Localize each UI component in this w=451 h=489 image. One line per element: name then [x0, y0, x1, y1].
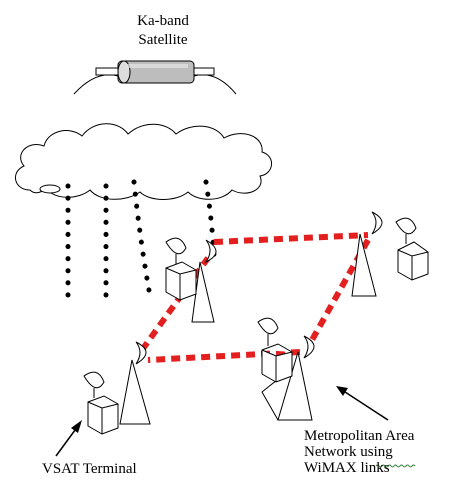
- terminal-box-icon: [87, 395, 119, 435]
- satellite-icon: [73, 60, 237, 95]
- base-station-node: [257, 317, 315, 421]
- wimax-link: [139, 256, 211, 352]
- arrow-icon: [336, 386, 389, 421]
- satellite-beam: [131, 179, 153, 299]
- dish-antenna-icon: [165, 237, 187, 255]
- sector-antenna-icon: [303, 335, 315, 359]
- dish-antenna-icon: [257, 317, 279, 335]
- base-station-tower-icon: [119, 359, 151, 425]
- vsat-node: [83, 341, 151, 435]
- satellite-beam: [203, 179, 217, 259]
- ground-dish-icon: [39, 184, 61, 194]
- satellite-beams: [65, 179, 217, 307]
- base-station-tower-icon: [351, 233, 377, 297]
- satellite-label-line2: Satellite: [138, 32, 188, 48]
- man-label-line3: WiMAX links: [304, 460, 390, 476]
- satellite-label-line1: Ka-band: [137, 13, 189, 29]
- man-label-line1: Metropolitan Area: [304, 428, 415, 444]
- dish-antenna-icon: [83, 371, 105, 389]
- wimax-link: [213, 232, 369, 245]
- terminal-box-icon: [261, 343, 293, 383]
- terminal-box-icon: [165, 261, 197, 301]
- dish-antenna-icon: [395, 217, 417, 235]
- sector-antenna-icon: [135, 341, 147, 365]
- sector-antenna-icon: [204, 239, 217, 264]
- base-station-node: [165, 237, 217, 323]
- base-station-node: [351, 211, 429, 297]
- terminal-box-icon: [397, 241, 429, 281]
- vsat-terminal-label: VSAT Terminal: [42, 461, 137, 477]
- man-label-line2: Network using: [304, 444, 393, 460]
- satellite-label: Ka-band Satellite: [118, 12, 208, 50]
- sector-antenna-icon: [371, 211, 383, 235]
- man-label: Metropolitan Area Network using WiMAX li…: [304, 428, 414, 476]
- arrow-icon: [55, 420, 82, 457]
- spellcheck-underline: [375, 464, 416, 468]
- wimax-link: [147, 349, 301, 363]
